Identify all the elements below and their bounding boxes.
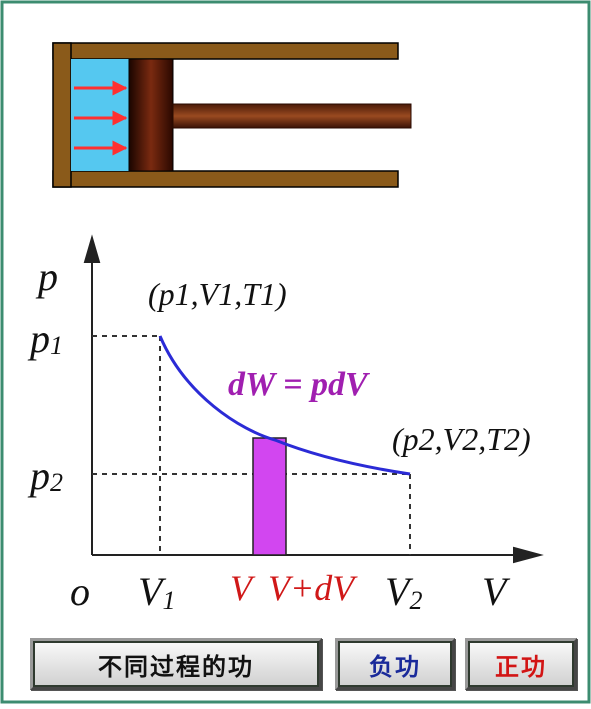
negative-work-button[interactable]: 负功 <box>335 638 455 690</box>
work-formula: dW = pdV <box>228 366 370 403</box>
piston-rod <box>172 103 412 129</box>
piston-head <box>128 58 174 172</box>
dashed-guides <box>92 335 411 555</box>
x-axis-label: V <box>482 569 511 614</box>
y-axis-label: p <box>35 254 58 299</box>
p1-label: p1 <box>27 316 63 361</box>
positive-work-button[interactable]: 正功 <box>465 638 577 690</box>
state2-label: (p2,V2,T2) <box>392 421 531 457</box>
pressure-arrows <box>74 80 128 156</box>
v-label: V <box>230 568 256 608</box>
v-plus-dv-label: V+dV <box>268 568 358 608</box>
piston-cylinder <box>52 42 412 188</box>
work-strip <box>252 437 287 556</box>
different-process-work-button[interactable]: 不同过程的功 <box>30 638 322 690</box>
isotherm-curve <box>158 335 411 476</box>
v1-label: V1 <box>138 569 175 615</box>
state1-label: (p1,V1,T1) <box>148 276 287 312</box>
origin-label: o <box>70 569 90 614</box>
p2-label: p2 <box>27 453 63 498</box>
axes <box>83 234 544 564</box>
v2-label: V2 <box>385 569 422 615</box>
gas-region <box>71 59 129 171</box>
